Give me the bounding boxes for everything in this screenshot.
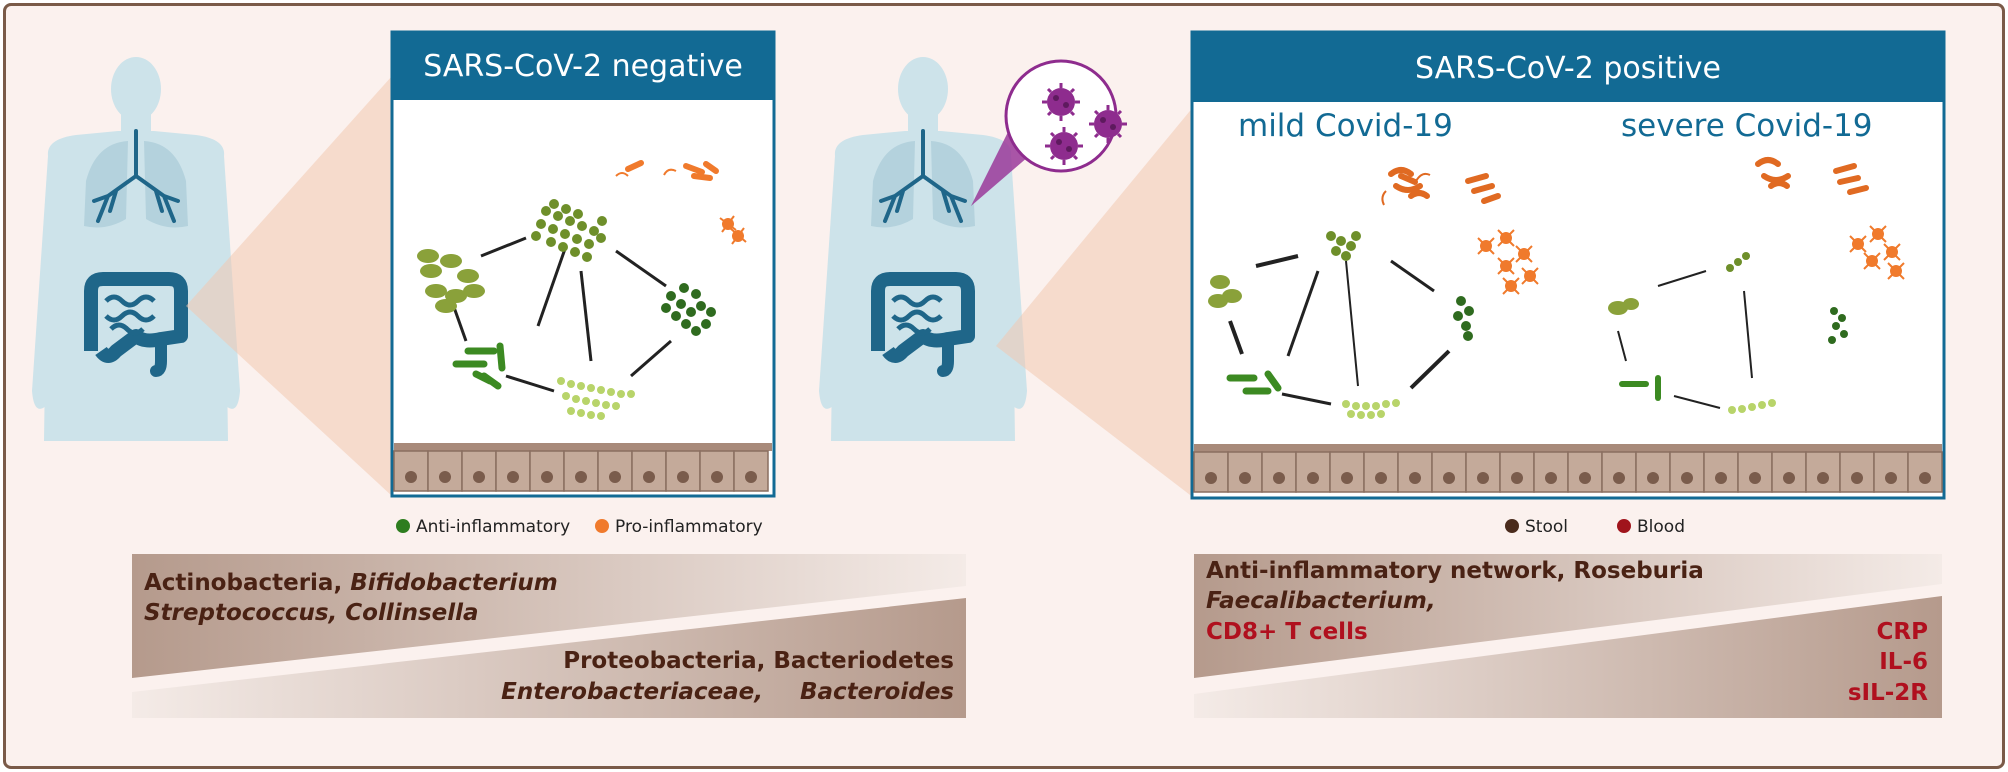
legend-pro-label: Pro-inflammatory [615, 517, 763, 537]
epithelial-cell [1771, 451, 1807, 493]
figure-canvas: SARS-CoV-2 negative [32, 30, 1946, 718]
epithelial-cell [665, 450, 701, 492]
epithelial-cell [1295, 451, 1331, 493]
legend-negative: Anti-inflammatory Pro-inflammatory [396, 517, 763, 537]
epithelial-cell [631, 450, 667, 492]
epithelium-negative [393, 443, 772, 492]
epithelial-cell [1363, 451, 1399, 493]
panel-positive-title: SARS-CoV-2 positive [1415, 51, 1721, 86]
epithelial-cell [563, 450, 599, 492]
legend-stool-label: Stool [1525, 517, 1568, 537]
band-left-top: Actinobacteria, Bifidobacterium [144, 570, 558, 596]
epithelial-cell [1635, 451, 1671, 493]
epithelial-cell [1261, 451, 1297, 493]
epithelial-cell [1397, 451, 1433, 493]
severe-covid-label: severe Covid-19 [1621, 108, 1873, 144]
epithelial-cell [1873, 451, 1909, 493]
marker-il6: IL-6 [1879, 649, 1928, 675]
bacteria-cluster-negative [417, 160, 747, 420]
band-right: Anti-inflammatory network, Roseburia Fae… [1194, 554, 1942, 718]
panel-negative-title: SARS-CoV-2 negative [423, 49, 743, 84]
epithelial-cell [461, 450, 497, 492]
bacteria-cluster-severe [1608, 157, 1905, 414]
epithelial-cell [1431, 451, 1467, 493]
legend-positive: Stool Blood [1505, 517, 1685, 537]
epithelial-cell [427, 450, 463, 492]
epithelial-cell [1533, 451, 1569, 493]
legend-anti-label: Anti-inflammatory [416, 517, 570, 537]
band-right-line3: CD8+ T cells [1206, 619, 1368, 645]
person-silhouette-right [819, 57, 1027, 441]
epithelial-cell [1669, 451, 1705, 493]
band-left-bottom-line2a: Enterobacteriaceae, [501, 679, 763, 705]
epithelium-positive [1193, 444, 1943, 493]
epithelial-cell [495, 450, 531, 492]
band-right-line1: Anti-inflammatory network, Roseburia [1206, 558, 1704, 584]
legend-stool-marker [1505, 519, 1519, 533]
legend-blood-marker [1617, 519, 1631, 533]
band-left: Actinobacteria, Bifidobacterium Streptoc… [132, 554, 966, 718]
epithelial-cell [1499, 451, 1535, 493]
virus-bubble [971, 59, 1129, 206]
epithelial-cell [1329, 451, 1365, 493]
panel-positive: SARS-CoV-2 positive mild Covid-19 severe… [1190, 30, 1946, 500]
epithelial-cell [1601, 451, 1637, 493]
network-mild [1228, 254, 1451, 406]
epithelial-cell [1193, 451, 1229, 493]
epithelial-cell [1805, 451, 1841, 493]
panel-negative: SARS-CoV-2 negative [390, 30, 776, 498]
epithelial-cell [1839, 451, 1875, 493]
marker-sil2r: sIL-2R [1848, 680, 1928, 706]
epithelial-cell [597, 450, 633, 492]
zoom-cone-right [996, 106, 1194, 498]
legend-anti-marker [396, 519, 410, 533]
figure-frame: SARS-CoV-2 negative [3, 3, 2005, 769]
person-silhouette-left [32, 57, 240, 441]
epithelial-cell [1703, 451, 1739, 493]
epithelial-cell [1907, 451, 1943, 493]
marker-crp: CRP [1877, 619, 1928, 645]
epithelial-cell [393, 450, 429, 492]
legend-pro-marker [595, 519, 609, 533]
band-left-bottom-line2b: Bacteroides [800, 679, 954, 705]
mild-covid-label: mild Covid-19 [1238, 108, 1453, 144]
epithelial-cell [529, 450, 565, 492]
bacteria-cluster-mild [1208, 167, 1539, 419]
epithelial-cell [699, 450, 735, 492]
epithelial-cell [1737, 451, 1773, 493]
zoom-cone-left [186, 76, 392, 496]
legend-blood-label: Blood [1637, 517, 1685, 537]
epithelial-cell [1227, 451, 1263, 493]
band-left-bottom-line1: Proteobacteria, Bacteriodetes [563, 648, 954, 674]
epithelial-cell [1567, 451, 1603, 493]
band-left-top-line2: Streptococcus, Collinsella [144, 600, 479, 626]
epithelial-cell [733, 450, 769, 492]
network-severe [1617, 270, 1753, 409]
band-right-line2: Faecalibacterium, [1206, 588, 1436, 614]
epithelial-cell [1465, 451, 1501, 493]
